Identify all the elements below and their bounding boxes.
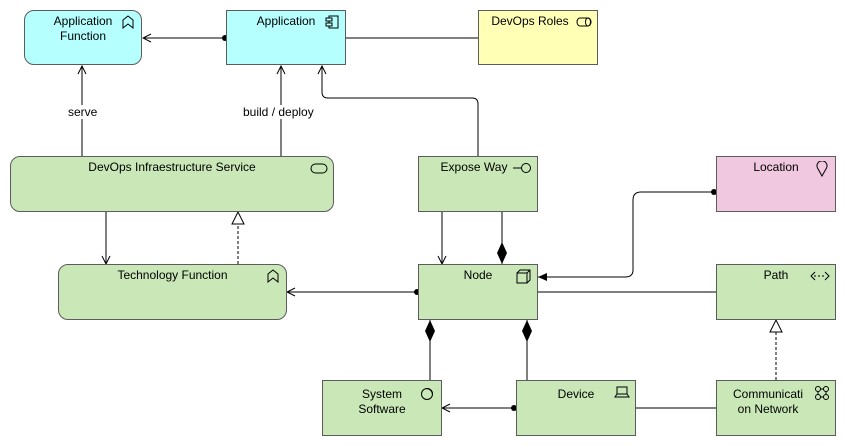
device-laptop-icon	[614, 385, 630, 399]
devops-service-element[interactable]: DevOps Infraestructure Service	[10, 156, 334, 212]
application-function-label: Application Function	[53, 14, 113, 43]
system-software-icon	[420, 385, 436, 400]
expose-way-element[interactable]: Expose Way	[418, 156, 538, 212]
edge-location-to-node[interactable]	[538, 189, 717, 281]
expose-way-label: Expose Way	[440, 160, 508, 174]
relation-label-serve: serve	[67, 105, 99, 119]
system-software-element[interactable]: System Software	[322, 380, 442, 436]
function-chevron-icon	[265, 269, 281, 283]
application-element[interactable]: Application	[226, 10, 346, 65]
technology-function-label: Technology Function	[117, 268, 228, 282]
edge-expose-way-to-application[interactable]	[322, 66, 479, 156]
devops-roles-label: DevOps Roles	[491, 14, 569, 28]
relation-label-build-deploy: build / deploy	[242, 105, 315, 119]
interface-icon	[512, 161, 532, 175]
devops-roles-element[interactable]: DevOps Roles	[478, 10, 598, 65]
application-function-element[interactable]: Application Function	[24, 10, 142, 65]
node-element[interactable]: Node	[418, 264, 538, 320]
network-icon	[814, 385, 830, 400]
system-software-label: System Software	[358, 387, 406, 416]
devops-service-label: DevOps Infraestructure Service	[88, 160, 256, 174]
service-icon	[310, 161, 328, 175]
technology-function-element[interactable]: Technology Function	[58, 264, 287, 320]
path-arrows-icon	[810, 269, 830, 283]
location-pin-icon	[814, 161, 830, 177]
path-element[interactable]: Path	[716, 264, 836, 320]
location-label: Location	[753, 160, 799, 174]
function-chevron-icon	[120, 15, 136, 29]
application-component-icon	[324, 15, 340, 29]
location-element[interactable]: Location	[716, 156, 836, 212]
node-label: Node	[463, 268, 493, 282]
path-label: Path	[763, 268, 789, 282]
communication-network-element[interactable]: Communicati on Network	[716, 380, 836, 436]
role-icon	[576, 15, 592, 29]
device-element[interactable]: Device	[516, 380, 636, 436]
application-label: Application	[256, 14, 316, 28]
node-box-icon	[516, 269, 532, 284]
device-label: Device	[557, 387, 595, 401]
communication-network-label: Communicati on Network	[732, 387, 804, 416]
